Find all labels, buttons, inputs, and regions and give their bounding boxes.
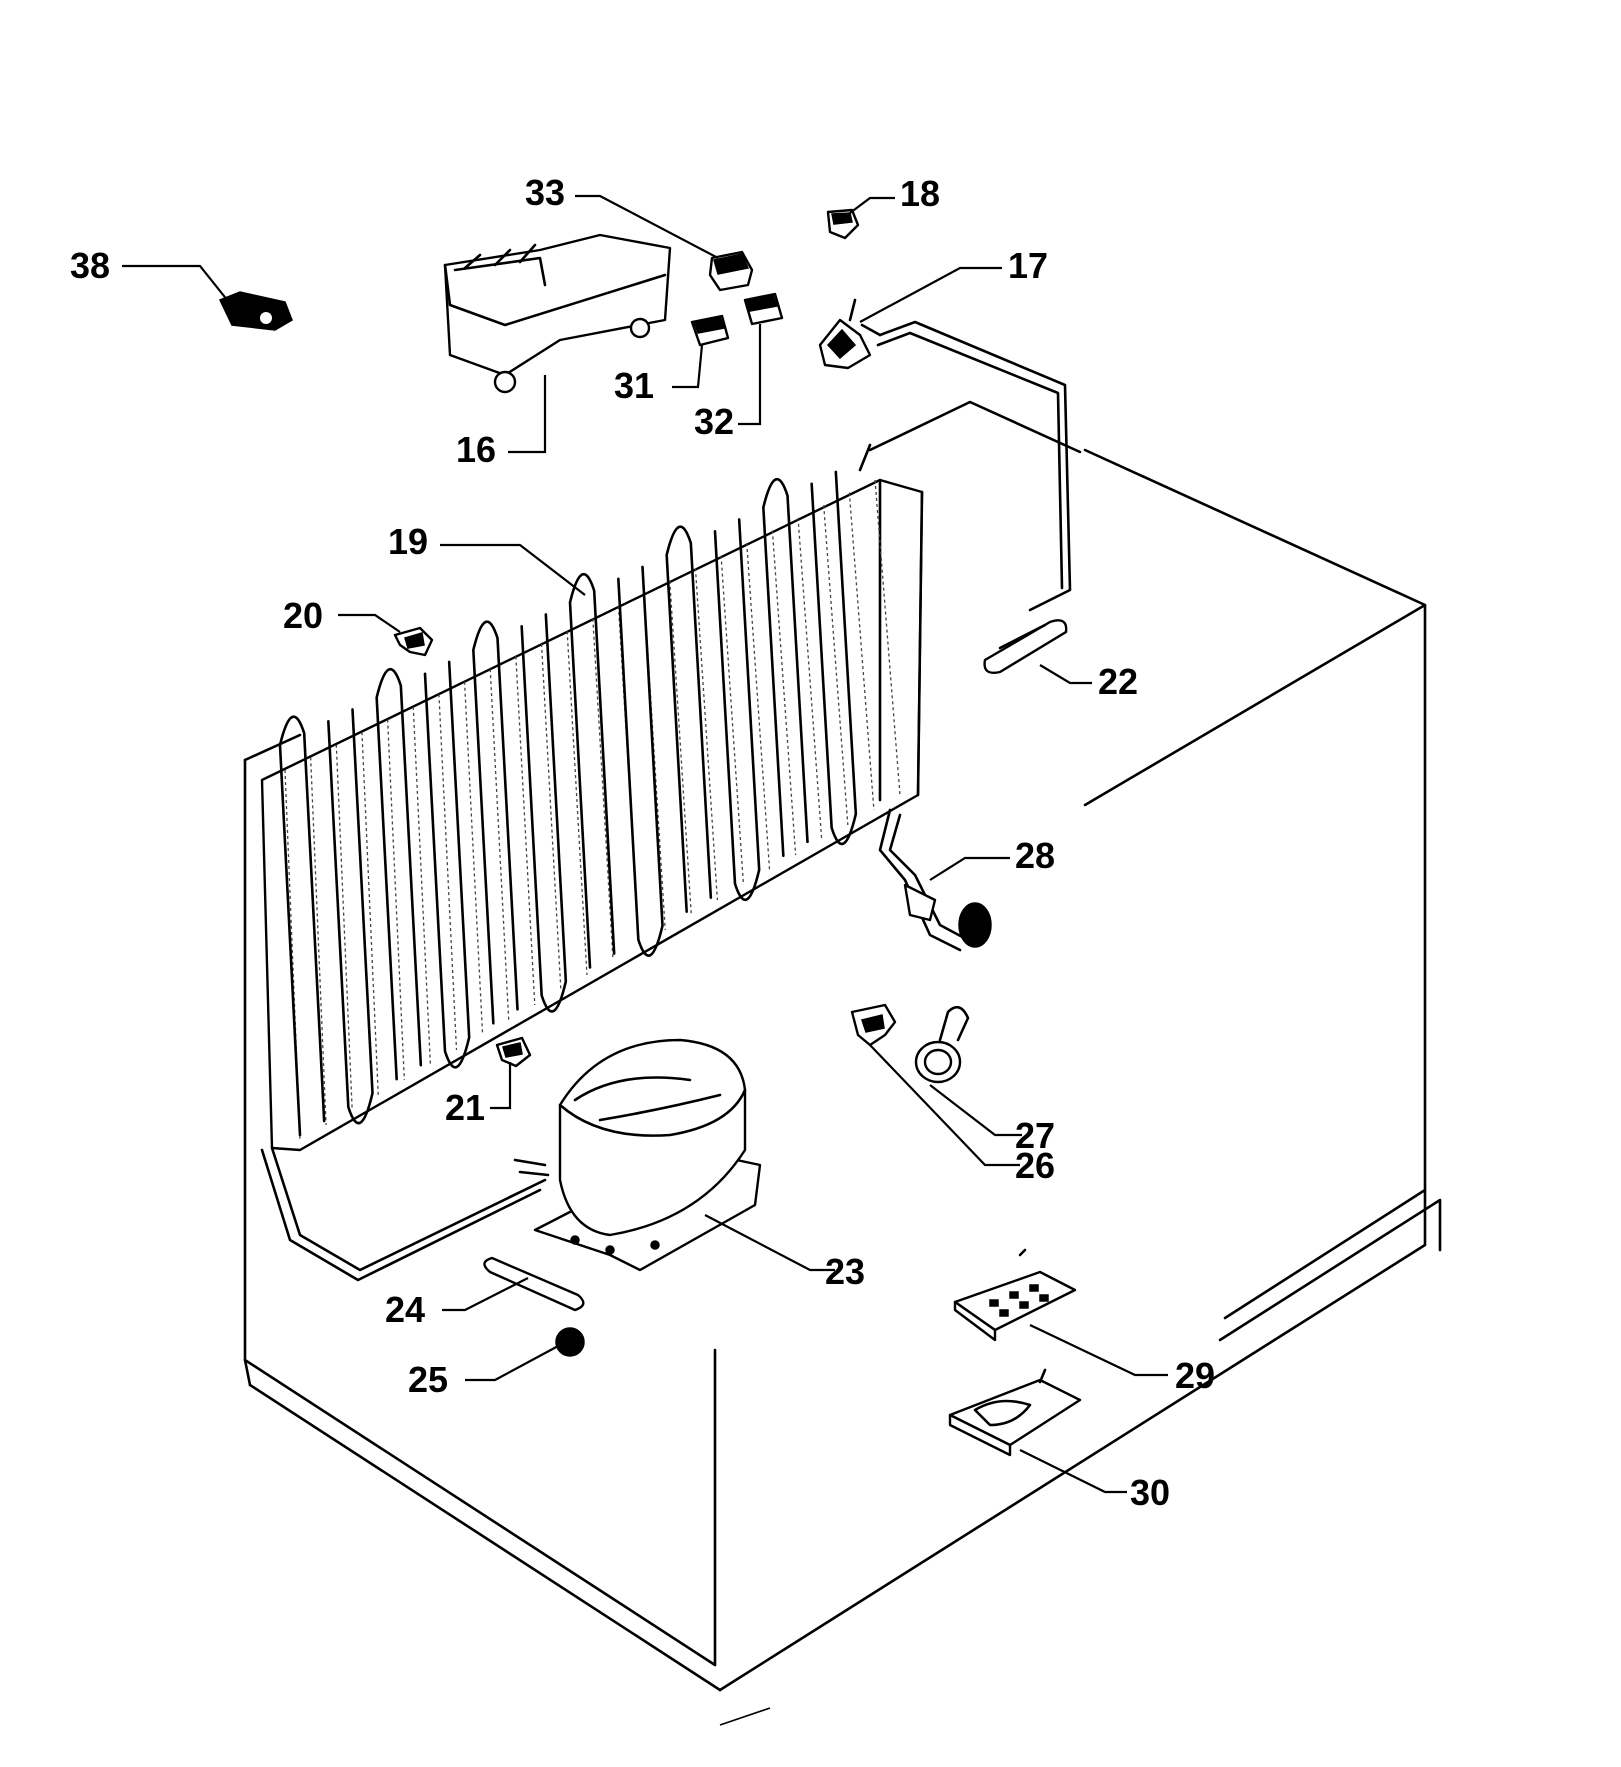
switch-part-31: [690, 314, 730, 347]
condenser-fin: [592, 618, 614, 961]
part-18: [826, 208, 860, 240]
label-17: 17: [1008, 245, 1048, 286]
label-19: 19: [388, 521, 428, 562]
condenser-fin: [335, 744, 353, 1111]
label-28: 28: [1015, 835, 1055, 876]
control-terminal: [989, 1299, 999, 1307]
condenser-fin: [874, 479, 901, 796]
control-part-29: [953, 1270, 1077, 1342]
compressor-part-23: [513, 1038, 762, 1272]
label-33: 33: [525, 172, 565, 213]
condenser-fin: [438, 694, 458, 1051]
label-38: 38: [70, 245, 110, 286]
condenser-fin: [720, 555, 745, 886]
condenser-fin: [540, 643, 562, 991]
condenser-fin: [386, 719, 405, 1081]
clamp-part-24: [483, 1256, 585, 1312]
ice-tray-part-16: [443, 233, 672, 394]
filter-part-17: [818, 298, 882, 370]
label-24: 24: [385, 1289, 425, 1330]
grommet-part-28: [878, 808, 992, 952]
label-16: 16: [456, 429, 496, 470]
leader-lines: [122, 194, 1168, 1494]
condenser-fin: [310, 757, 327, 1126]
control-terminal: [1019, 1301, 1029, 1309]
label-32: 32: [694, 401, 734, 442]
condenser-fin: [515, 656, 536, 1006]
label-27: 27: [1015, 1115, 1055, 1156]
label-21: 21: [445, 1087, 485, 1128]
cabinet-body: [243, 400, 1442, 1692]
relay-part-26: [850, 1003, 897, 1047]
switch-part-33: [708, 250, 754, 292]
label-22: 22: [1098, 661, 1138, 702]
condenser-fin: [771, 530, 797, 856]
stamp-mark: [719, 1707, 771, 1726]
control-terminal: [1009, 1291, 1019, 1299]
condenser-fin: [489, 669, 510, 1021]
plug-part-25: [555, 1327, 585, 1357]
switch-part-32: [743, 292, 784, 326]
condenser-fin: [746, 542, 771, 871]
control-terminal: [1029, 1284, 1039, 1292]
label-29: 29: [1175, 1355, 1215, 1396]
part-labels: 38 33 18 17 31 32 16 19 20 22 28 21 27 2…: [70, 172, 1215, 1513]
condenser-coil: [278, 470, 858, 1137]
label-23: 23: [825, 1251, 865, 1292]
condenser-fin: [848, 492, 875, 811]
condenser-fin: [694, 568, 719, 901]
control-terminal: [1039, 1294, 1049, 1302]
label-18: 18: [900, 173, 940, 214]
condenser-fin: [669, 580, 692, 916]
label-20: 20: [283, 595, 323, 636]
overload-part-27: [914, 1005, 970, 1084]
control-part-30: [948, 1368, 1082, 1457]
condenser-fin: [463, 681, 484, 1036]
clip-part-20: [393, 626, 434, 657]
clip-part-21: [495, 1036, 532, 1068]
clamp-part-22: [983, 619, 1068, 674]
condenser-fin: [361, 732, 379, 1096]
label-26: 26: [1015, 1145, 1055, 1186]
label-31: 31: [614, 365, 654, 406]
label-25: 25: [408, 1359, 448, 1400]
control-terminal: [999, 1309, 1009, 1317]
label-30: 30: [1130, 1472, 1170, 1513]
condenser-part-19: [260, 320, 1072, 1282]
part-38: [218, 291, 293, 331]
